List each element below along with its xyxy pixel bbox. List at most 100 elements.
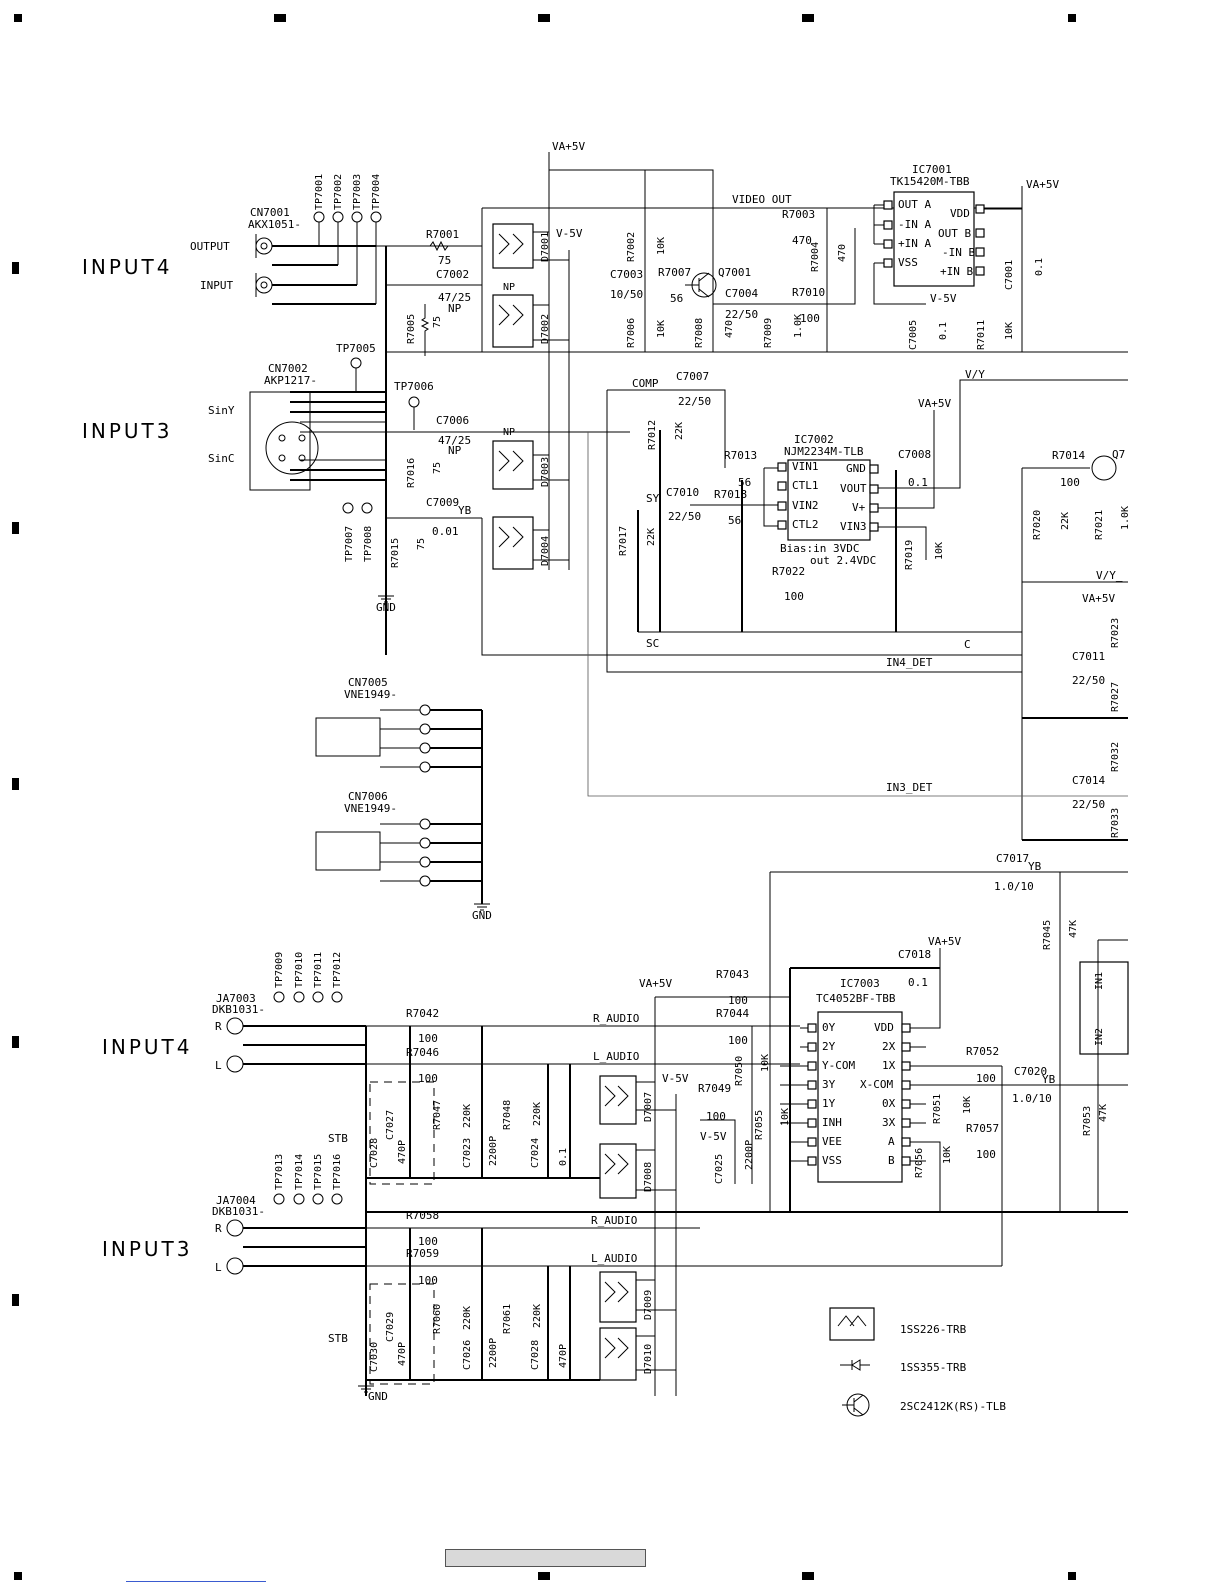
- svg-text:CTL2: CTL2: [792, 518, 819, 531]
- svg-text:C7004: C7004: [725, 287, 758, 300]
- resistor-r7021: R7021 1.0K: [1094, 506, 1131, 540]
- svg-text:100: 100: [418, 1235, 438, 1248]
- net-l-audio-3: L_AUDIO: [591, 1252, 637, 1265]
- resistor-r7012: R7012 22K: [647, 420, 685, 450]
- svg-text:10/50: 10/50: [610, 288, 643, 301]
- tp7005-label: TP7005: [336, 342, 376, 355]
- cn7001-pin-input: INPUT: [200, 279, 233, 292]
- svg-text:10K: 10K: [1004, 322, 1015, 340]
- resistor-r7023: R7023: [1110, 618, 1121, 648]
- svg-text:R7045: R7045: [1042, 920, 1053, 950]
- svg-text:R7056: R7056: [914, 1148, 925, 1178]
- svg-text:R7002: R7002: [626, 232, 637, 262]
- svg-text:22/50: 22/50: [1072, 674, 1105, 687]
- connector-cn7006: CN7006 VNE1949-: [315, 790, 431, 887]
- capacitor-c7024: C7025 2200P: [714, 1140, 755, 1184]
- svg-text:OUT A: OUT A: [898, 198, 931, 211]
- svg-text:VDD: VDD: [950, 207, 970, 220]
- resistor-r7057: R7057 100: [966, 1122, 999, 1161]
- net-vm5v-ic7001: V-5V: [930, 292, 957, 305]
- diode-pack-d7002: D7002 NP: [492, 282, 551, 348]
- svg-text:JA7003: JA7003: [216, 992, 256, 1005]
- ic-ic7001: IC7001 TK15420M-TBB OUT A -IN A +IN A VS…: [883, 163, 985, 287]
- svg-text:VDD: VDD: [874, 1021, 894, 1034]
- svg-text:1.0K: 1.0K: [793, 314, 804, 338]
- testpoints-tp7007-7008: TP7007 TP7008: [342, 502, 374, 562]
- svg-text:NP: NP: [448, 302, 462, 315]
- svg-text:out 2.4VDC: out 2.4VDC: [810, 554, 876, 567]
- svg-text:R: R: [215, 1222, 222, 1235]
- net-gnd-cn7002: GND: [376, 601, 396, 614]
- svg-text:1X: 1X: [882, 1059, 896, 1072]
- svg-text:C7025: C7025: [714, 1154, 725, 1184]
- capacitor-c7003: C7003 10/50: [610, 268, 643, 301]
- section-label-input3-video: INPUT3: [82, 419, 173, 443]
- capacitor-c7029: C7029 470P: [385, 1312, 408, 1366]
- svg-text:NP: NP: [448, 444, 462, 457]
- svg-text:C7026: C7026: [462, 1340, 473, 1370]
- svg-text:YB: YB: [1028, 860, 1042, 873]
- diode-pack-d7008: D7008: [599, 1143, 654, 1199]
- net-in2: IN2: [1094, 1028, 1105, 1046]
- svg-text:470P: 470P: [397, 1342, 408, 1366]
- svg-text:R7011: R7011: [976, 320, 987, 350]
- svg-text:Q7: Q7: [1112, 448, 1125, 461]
- svg-text:TP7004: TP7004: [371, 174, 382, 210]
- svg-text:SinC: SinC: [208, 452, 235, 465]
- svg-text:C7028: C7028: [530, 1340, 541, 1370]
- resistor-r7027: R7027: [1110, 682, 1121, 712]
- capacitor-c7007: C7007 22/50: [676, 370, 711, 408]
- svg-text:1Y: 1Y: [822, 1097, 836, 1110]
- svg-text:R7003: R7003: [782, 208, 815, 221]
- svg-text:R7005: R7005: [406, 314, 417, 344]
- svg-text:470: 470: [837, 244, 848, 262]
- svg-text:100: 100: [728, 994, 748, 1007]
- svg-text:R7006: R7006: [626, 318, 637, 348]
- svg-text:D7003: D7003: [540, 457, 551, 487]
- svg-text:470: 470: [724, 320, 735, 338]
- resistor-r7044: R7044 100: [716, 1007, 749, 1047]
- svg-text:47K: 47K: [1098, 1104, 1109, 1122]
- cn7001-part: AKX1051-: [248, 218, 301, 231]
- net-va5v-ic7001: VA+5V: [1026, 178, 1059, 191]
- capacitor-c7017: C7017 YB 1.0/10: [994, 852, 1042, 893]
- svg-text:10K: 10K: [780, 1108, 791, 1126]
- resistor-r7003: R7003 470: [782, 208, 815, 247]
- svg-text:10K: 10K: [656, 320, 667, 338]
- svg-text:TP7002: TP7002: [333, 174, 344, 210]
- svg-text:TP7010: TP7010: [294, 952, 305, 988]
- svg-text:0.01: 0.01: [432, 525, 459, 538]
- svg-text:100: 100: [706, 1110, 726, 1123]
- connector-ja7004: JA7004 DKB1031- R L: [212, 1194, 265, 1275]
- resistor-r7047: R7047 220K: [432, 1100, 473, 1130]
- capacitor-c7011: C7011 22/50: [1072, 650, 1105, 687]
- svg-text:1.0/10: 1.0/10: [1012, 1092, 1052, 1105]
- svg-text:C7029: C7029: [385, 1312, 396, 1342]
- svg-text:75: 75: [438, 254, 451, 267]
- svg-text:TP7014: TP7014: [294, 1154, 305, 1190]
- section-label-input4-video: INPUT4: [82, 255, 173, 279]
- svg-text:C7027: C7027: [385, 1110, 396, 1140]
- section-label-input3-audio: INPUT3: [102, 1237, 193, 1261]
- svg-text:10K: 10K: [962, 1096, 973, 1114]
- resistor-r7059: R7059 100: [406, 1247, 439, 1287]
- capacitor-c7002: C7002 47/25 NP: [436, 268, 471, 315]
- svg-text:L: L: [215, 1261, 222, 1274]
- svg-text:22K: 22K: [646, 528, 657, 546]
- capacitor-c7006: C7006 47/25 NP: [436, 414, 471, 457]
- capacitor-c7008: C7008 0.1: [898, 448, 931, 489]
- resistor-r7045: R7045 47K: [1042, 920, 1079, 950]
- svg-text:D7004: D7004: [540, 536, 551, 566]
- diode-pack-d7007: D7007: [599, 1075, 654, 1125]
- svg-text:DKB1031-: DKB1031-: [212, 1003, 265, 1016]
- net-stb-4: STB: [328, 1132, 348, 1145]
- svg-text:47/25: 47/25: [438, 291, 471, 304]
- transistor-q7-partial: Q7: [1091, 448, 1125, 481]
- capacitor-c7028: C7028: [369, 1138, 380, 1168]
- legend: 1SS226-TRB 1SS355-TRB 2SC2412K(RS)-TLB: [829, 1307, 1006, 1417]
- connector-ja7003: JA7003 DKB1031- R L: [212, 992, 265, 1073]
- capacitor-c7014: C7014 22/50: [1072, 774, 1105, 811]
- resistor-r7001: R7001 75: [420, 228, 459, 267]
- svg-text:R7055: R7055: [754, 1110, 765, 1140]
- svg-text:R7050: R7050: [734, 1056, 745, 1086]
